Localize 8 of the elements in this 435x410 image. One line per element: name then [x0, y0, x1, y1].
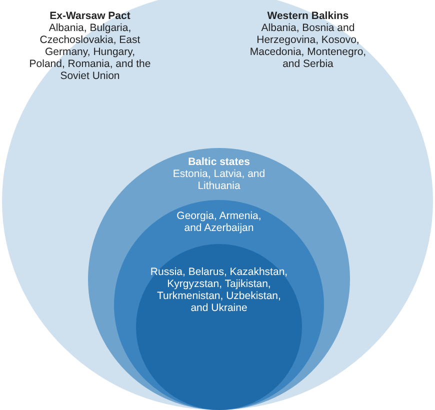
group-heading: Baltic states [187, 156, 251, 168]
country-list: Albania, Bulgaria, Czechoslovakia, East Germany, Hungary, Poland, Romania, and the Soviet Union [28, 22, 152, 82]
country-list: Albania, Bosnia and Herzegovina, Kosovo, Macedonia, Montenegro, and Serbia [246, 22, 370, 70]
country-list: Russia, Belarus, Kazakhstan, Kyrgyzstan, Tajikistan, Turkmenistan, Uzbekistan, and Ukraine [149, 266, 289, 314]
country-list: Georgia, Armenia, and Azerbaijan [169, 210, 269, 234]
country-list: Estonia, Latvia, and Lithuania [169, 168, 269, 192]
group-heading: Ex-Warsaw Pact [48, 10, 132, 22]
group-heading: Western Balkins [266, 10, 350, 22]
